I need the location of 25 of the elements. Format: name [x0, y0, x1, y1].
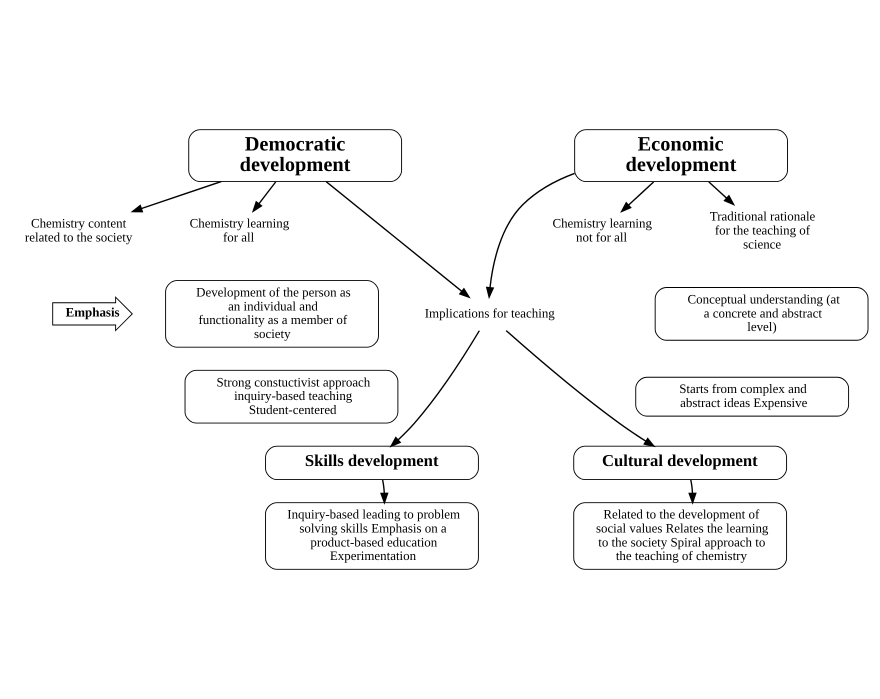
arrow — [620, 181, 654, 213]
arrow — [390, 330, 480, 448]
arrow — [326, 181, 471, 298]
arrow — [380, 479, 389, 505]
node-box: Starts from complex and abstract ideas Expensive — [635, 376, 850, 417]
node-box: Skills development — [265, 446, 479, 480]
arrow — [486, 172, 575, 300]
node-text: Chemistry content related to the society — [24, 216, 132, 244]
node-box: Cultural development — [573, 446, 788, 480]
node-box: Inquiry-based leading to problem solving skills Emphasis on a product-based education Experimentation — [265, 502, 479, 570]
arrow — [708, 181, 736, 206]
node-box: Democratic development — [188, 129, 402, 182]
arrow — [506, 330, 656, 448]
node-text: Implications for teaching — [424, 305, 555, 320]
node-box: Related to the development of social values Relates the learning to the society Spiral approach to the teaching of chemistry — [573, 502, 788, 570]
node-box: Development of the person as an individual and functionality as a member of society — [165, 280, 379, 348]
arrow — [688, 479, 697, 505]
node-text: Traditional rationale for the teaching of science — [710, 208, 816, 252]
node-text: Chemistry learning for all — [190, 216, 290, 244]
node-box: Strong constuctivist approach inquiry-based teaching Student-centered — [184, 370, 398, 424]
node-box: Conceptual understanding (at a concrete and abstract level) — [654, 287, 868, 341]
arrow — [252, 181, 276, 213]
arrow — [130, 180, 222, 212]
node-text: Chemistry learning not for all — [552, 216, 652, 244]
node-box: Economic development — [574, 129, 788, 182]
